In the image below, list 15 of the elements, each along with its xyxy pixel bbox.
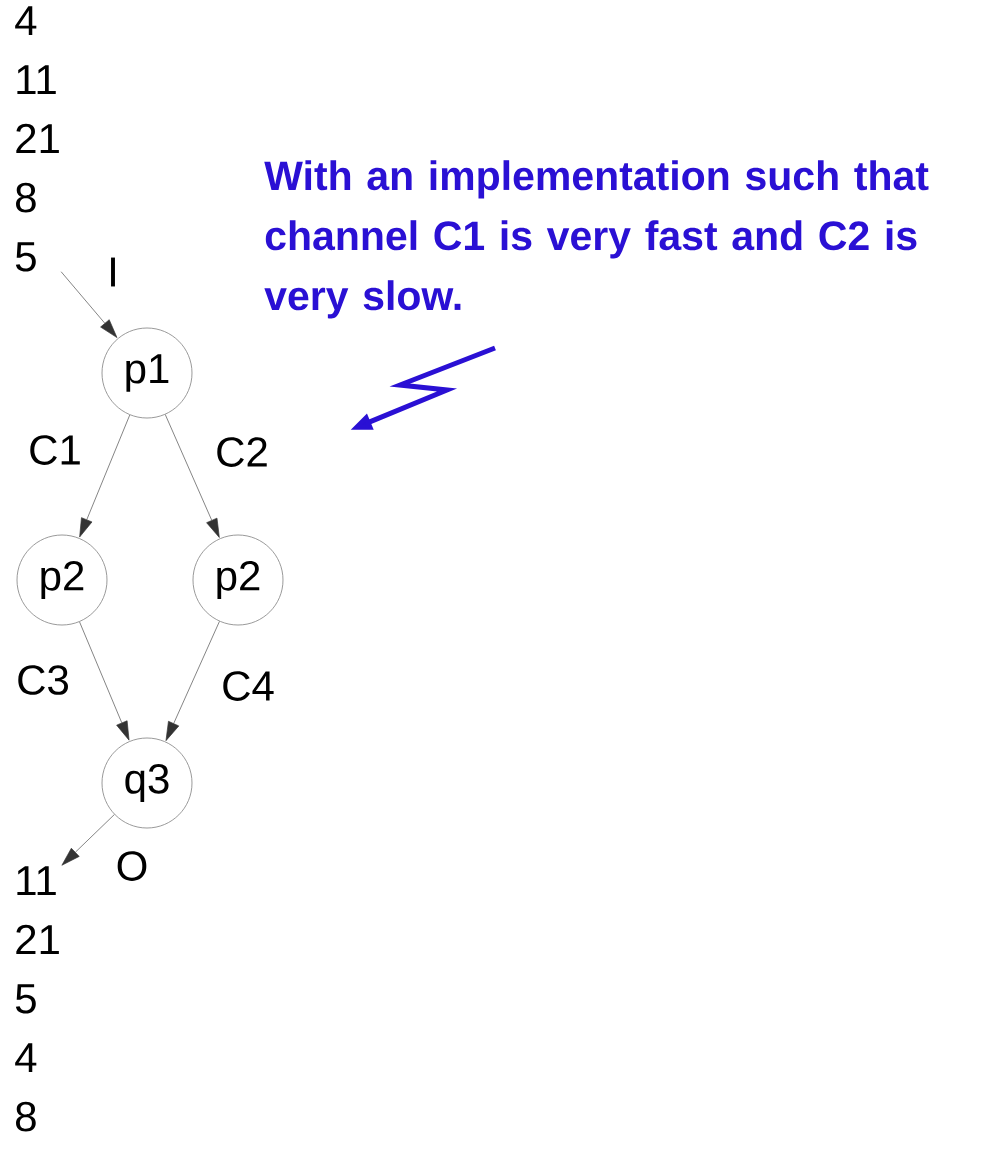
arrow xyxy=(165,621,220,741)
edge-label: C3 xyxy=(15,664,71,696)
arrow xyxy=(60,271,118,338)
edge-label: O xyxy=(114,850,150,882)
arrow xyxy=(164,414,220,538)
number-list: 4 11 21 8 5 xyxy=(15,6,59,272)
edge-label: C2 xyxy=(214,436,270,468)
edge-label: I xyxy=(106,256,120,288)
arrow xyxy=(79,621,130,741)
arrow xyxy=(79,414,131,538)
edge-label: C4 xyxy=(220,670,276,702)
arrow xyxy=(61,814,115,866)
edge-label: C1 xyxy=(27,434,83,466)
note-text: With an implementation such that channel C1 is very fast and C2 is very slow. xyxy=(264,160,929,319)
number-list: 11 21 5 4 8 xyxy=(15,866,59,1132)
